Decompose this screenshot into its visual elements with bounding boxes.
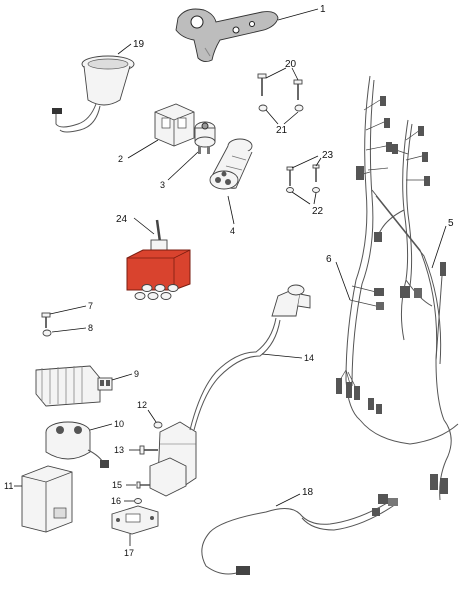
callout-23: 23 [322, 150, 334, 161]
part-16-nut [134, 498, 142, 504]
callout-19: 19 [133, 39, 145, 50]
callout-8: 8 [88, 323, 93, 333]
part-5-harness [374, 119, 448, 494]
part-6-harness [336, 75, 459, 501]
callout-21: 21 [276, 125, 288, 136]
callout-18: 18 [302, 487, 314, 498]
callout-17: 17 [124, 548, 134, 558]
part-11-cdi-box [21, 465, 73, 533]
part-4-ignition [209, 138, 253, 190]
part-24-toggle-switch [126, 219, 191, 300]
callout-11: 11 [4, 481, 13, 491]
part-19-lamp [52, 55, 135, 133]
part-22-nuts [286, 187, 320, 193]
callout-4: 4 [230, 226, 235, 236]
callout-1: 1 [320, 4, 326, 15]
callout-12: 12 [137, 400, 147, 410]
part-2-connector [154, 103, 195, 147]
part-13-screw [139, 445, 158, 455]
callout-22: 22 [312, 206, 324, 217]
part-14-ignition-coil [149, 284, 311, 497]
callout-9: 9 [134, 369, 139, 379]
part-15-screw [136, 481, 150, 489]
callout-13: 13 [114, 445, 124, 455]
part-23-screws [286, 164, 320, 186]
callout-2: 2 [118, 154, 123, 164]
part-12-nut [153, 421, 163, 429]
part-10-relay [45, 421, 109, 468]
part-7-screw [41, 312, 51, 328]
callout-16: 16 [111, 496, 121, 506]
callout-14: 14 [304, 353, 314, 363]
part-9-regulator [35, 365, 113, 407]
part-20-screws [257, 73, 303, 100]
callout-5: 5 [448, 218, 454, 229]
part-8-nut [42, 329, 52, 337]
part-1-bracket [175, 8, 279, 63]
callout-15: 15 [112, 480, 122, 490]
callout-3: 3 [160, 180, 165, 190]
part-3-switch [194, 121, 216, 154]
callout-20: 20 [285, 59, 297, 70]
callout-6: 6 [326, 254, 332, 265]
callout-7: 7 [88, 301, 93, 311]
part-21-nuts [258, 104, 304, 112]
callout-10: 10 [114, 419, 124, 429]
part-18-cable [201, 494, 398, 575]
part-17-bracket [111, 505, 159, 535]
callout-24: 24 [116, 214, 128, 225]
